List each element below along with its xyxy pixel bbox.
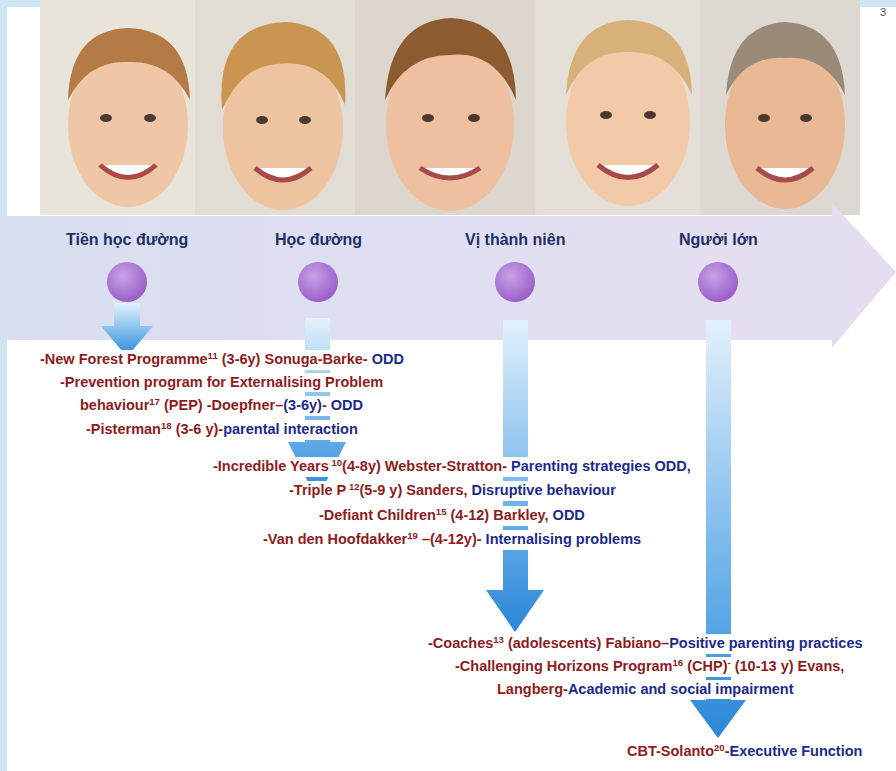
stage-circle	[698, 262, 738, 302]
down-arrow	[101, 303, 153, 357]
programme-text: -Challenging Horizons Program	[455, 658, 673, 674]
stage-circle	[495, 262, 535, 302]
programme-text: -Coaches	[428, 635, 493, 651]
topic-text: Academic and social impairment	[568, 681, 794, 697]
topic-text: ODD	[553, 507, 585, 523]
stage-node: Học đường	[275, 230, 362, 302]
reference-number: 20	[714, 742, 725, 753]
programme-text: -New Forest Programme	[40, 351, 208, 367]
topic-text: (3-6y)	[283, 397, 322, 413]
programme-text: (3-6 y)-	[176, 421, 224, 437]
text-line: -Triple P12(5-9 y) Sanders,Disruptive be…	[287, 481, 618, 501]
text-line: -Coaches13 (adolescents) Fabiano–Positive…	[426, 634, 865, 654]
text-line: -New Forest Programme11 (3-6y) Sonuga-Bar…	[38, 350, 406, 370]
topic-text: parental interaction	[223, 421, 358, 437]
stage-node: Vị thành niên	[465, 230, 565, 302]
reference-number: 17	[149, 396, 160, 407]
stage-label: Tiền học đường	[66, 230, 188, 250]
text-line: CBT-Solanto20-Executive Function	[625, 742, 864, 762]
programme-text: -Triple P	[289, 482, 346, 498]
left-strip	[0, 0, 7, 771]
reference-number: 15	[436, 506, 447, 517]
stage-label: Người lớn	[679, 230, 758, 250]
reference-number: 11	[208, 350, 218, 361]
reference-number: 13	[493, 634, 504, 645]
reference-number: 19	[407, 530, 418, 541]
text-line: -Prevention program for Externalising Pr…	[58, 373, 385, 392]
stage-node: Tiền học đường	[66, 230, 188, 302]
text-line: -Defiant Children15 (4-12) Barkley,ODD	[317, 506, 587, 526]
programme-text: Langberg-	[497, 681, 568, 697]
programme-text: (4-12) Barkley,	[451, 507, 549, 523]
programme-text: (3-6y) Sonuga-Barke-	[222, 351, 368, 367]
programme-text: -	[322, 397, 327, 413]
reference-number: 12	[349, 481, 360, 492]
topic-text: ODD	[372, 351, 404, 367]
topic-text: Disruptive behaviour	[472, 482, 616, 498]
faces-photo	[40, 0, 860, 215]
programme-text: –(4-12y)-	[422, 531, 482, 547]
stage-circle	[298, 262, 338, 302]
programme-text: behaviour	[80, 397, 149, 413]
programme-text: (5-9 y) Sanders,	[360, 482, 468, 498]
programme-text: (10-13 y) Evans,	[735, 658, 845, 674]
programme-text: CBT-Solanto	[627, 743, 714, 759]
text-line: behaviour17 (PEP) -Doepfner–(3-6y)-ODD	[78, 396, 365, 416]
programme-text: (4-8y) Webster-Stratton-	[342, 458, 507, 474]
topic-text: ODD	[331, 397, 363, 413]
stage-label: Học đường	[275, 230, 362, 250]
topic-text: Executive Function	[729, 743, 862, 759]
stage-label: Vị thành niên	[465, 230, 565, 250]
topic-text: Parenting strategies ODD,	[511, 458, 691, 474]
programme-text: -Van den Hoofdakker	[263, 531, 407, 547]
programme-text: -Pisterman	[86, 421, 161, 437]
programme-text: -Incredible Years	[213, 458, 329, 474]
stage-node: Người lớn	[679, 230, 758, 302]
reference-number: 16	[673, 657, 684, 668]
topic-text: Internalising problems	[486, 531, 642, 547]
programme-text: (CHP)	[687, 658, 727, 674]
programme-text: (PEP) -Doepfner–	[164, 397, 283, 413]
page-number: 3	[880, 6, 886, 18]
stage-circle	[107, 262, 147, 302]
reference-number: 10	[331, 457, 342, 468]
programme-text: (adolescents) Fabiano–	[508, 635, 669, 651]
text-line: -Pisterman18 (3-6 y)-parental interaction	[84, 420, 360, 440]
text-line: -Challenging Horizons Program16(CHP)-(10…	[453, 657, 846, 677]
text-line: -Incredible Years10(4-8y) Webster-Stratt…	[211, 457, 693, 477]
programme-text: -	[725, 743, 730, 759]
programme-text: -Defiant Children	[319, 507, 436, 523]
text-line: Langberg-Academic and social impairment	[495, 680, 796, 699]
text-line: -Van den Hoofdakker19 –(4-12y)-Internalis…	[261, 530, 643, 550]
programme-text: -Prevention program for Externalising Pr…	[60, 374, 383, 390]
reference-number: 18	[161, 420, 172, 431]
topic-text: Positive parenting practices	[669, 635, 862, 651]
reference-number: -	[727, 657, 730, 668]
